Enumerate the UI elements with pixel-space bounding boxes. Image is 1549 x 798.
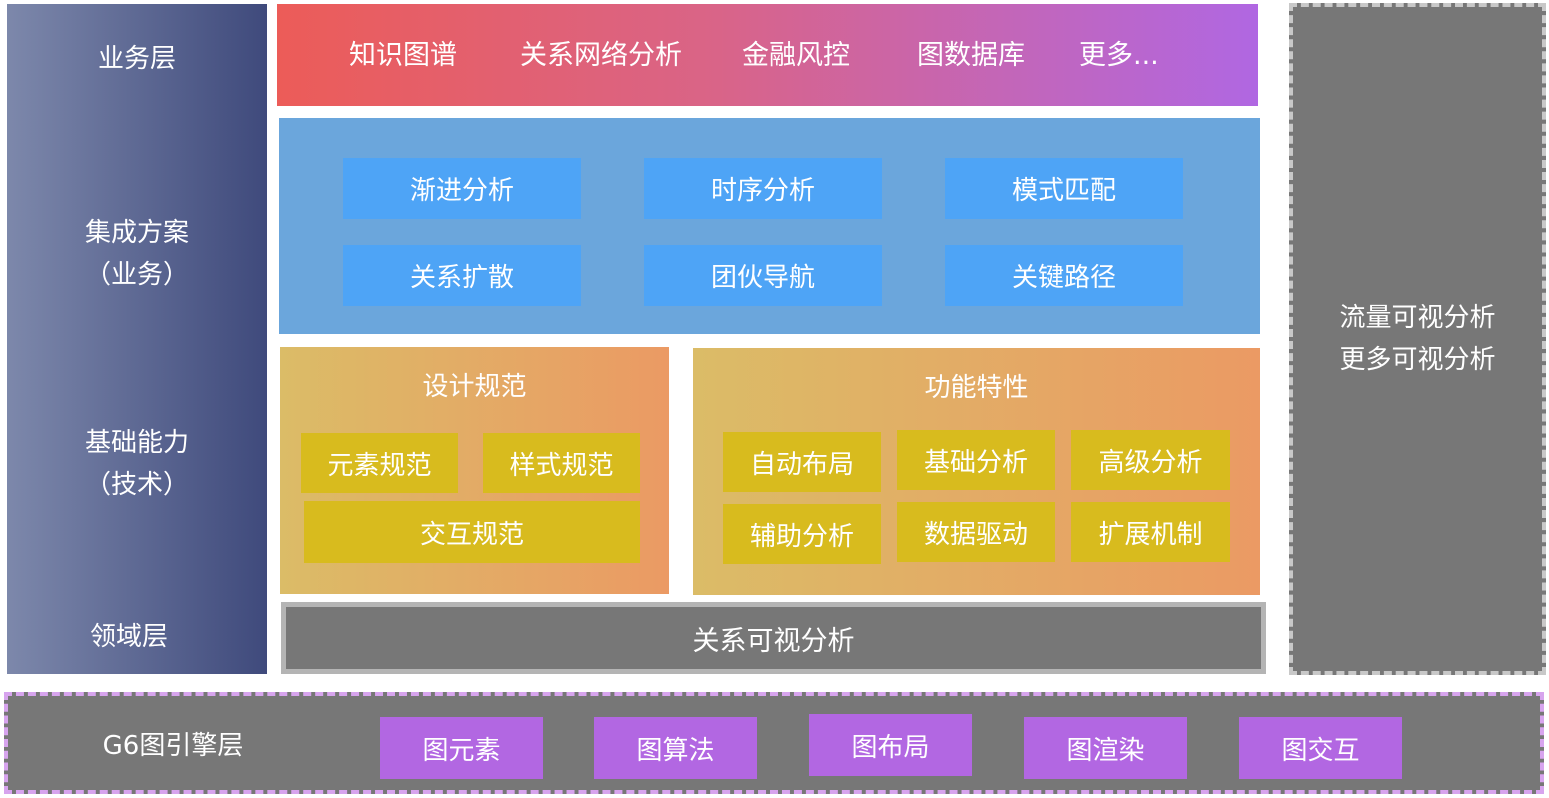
business-layer-label: 业务层 xyxy=(97,44,176,74)
business-item-more: 更多... xyxy=(1079,40,1159,71)
relation-visual-analysis-bar: 关系可视分析 xyxy=(281,602,1266,674)
feature-panel: 功能特性 自动布局 基础分析 高级分析 辅助分析 数据驱动 扩展机制 xyxy=(693,348,1260,595)
design-item-element-spec: 元素规范 xyxy=(301,433,458,493)
feature-item-auto-layout: 自动布局 xyxy=(723,432,881,492)
feature-item-extension-mechanism: 扩展机制 xyxy=(1071,502,1230,562)
g6-item-graph-layout: 图布局 xyxy=(809,714,972,776)
g6-item-graph-algorithm: 图算法 xyxy=(594,717,757,779)
business-item-knowledge-graph: 知识图谱 xyxy=(349,40,457,71)
design-item-style-spec: 样式规范 xyxy=(483,433,640,493)
business-item-financial-risk: 金融风控 xyxy=(742,40,850,71)
integration-layer-label: 集成方案 （业务） xyxy=(84,218,189,290)
design-spec-panel: 设计规范 元素规范 样式规范 交互规范 xyxy=(280,347,669,594)
other-visual-analysis-panel: 流量可视分析 更多可视分析 xyxy=(1289,3,1546,675)
integration-item-progressive-analysis: 渐进分析 xyxy=(343,158,581,219)
design-spec-title: 设计规范 xyxy=(422,372,527,402)
feature-item-advanced-analysis: 高级分析 xyxy=(1071,430,1230,490)
foundation-layer-label: 基础能力 （技术） xyxy=(84,428,189,500)
feature-item-assisted-analysis: 辅助分析 xyxy=(723,504,881,564)
integration-item-critical-path: 关键路径 xyxy=(945,245,1183,306)
g6-engine-layer-label: G6图引擎层 xyxy=(102,730,244,761)
business-item-relation-network: 关系网络分析 xyxy=(520,40,682,71)
feature-title: 功能特性 xyxy=(924,373,1029,403)
integration-solutions-panel: 渐进分析 时序分析 模式匹配 关系扩散 团伙导航 关键路径 xyxy=(279,118,1260,334)
g6-engine-layer: G6图引擎层 图元素 图算法 图布局 图渲染 图交互 xyxy=(4,692,1544,794)
integration-item-temporal-analysis: 时序分析 xyxy=(644,158,882,219)
integration-item-pattern-matching: 模式匹配 xyxy=(945,158,1183,219)
integration-item-gang-navigation: 团伙导航 xyxy=(644,245,882,306)
g6-item-graph-element: 图元素 xyxy=(380,717,543,779)
domain-layer-label: 领域层 xyxy=(89,622,168,652)
integration-item-relation-diffusion: 关系扩散 xyxy=(343,245,581,306)
g6-item-graph-rendering: 图渲染 xyxy=(1024,717,1187,779)
business-item-graph-database: 图数据库 xyxy=(917,40,1025,71)
layer-label-column: 业务层 集成方案 （业务） 基础能力 （技术） 领域层 xyxy=(7,4,267,674)
g6-item-graph-interaction: 图交互 xyxy=(1239,717,1402,779)
feature-item-basic-analysis: 基础分析 xyxy=(897,430,1055,490)
feature-item-data-driven: 数据驱动 xyxy=(897,502,1055,562)
design-item-interaction-spec: 交互规范 xyxy=(304,501,640,563)
business-layer-row: 知识图谱 关系网络分析 金融风控 图数据库 更多... xyxy=(277,4,1258,106)
